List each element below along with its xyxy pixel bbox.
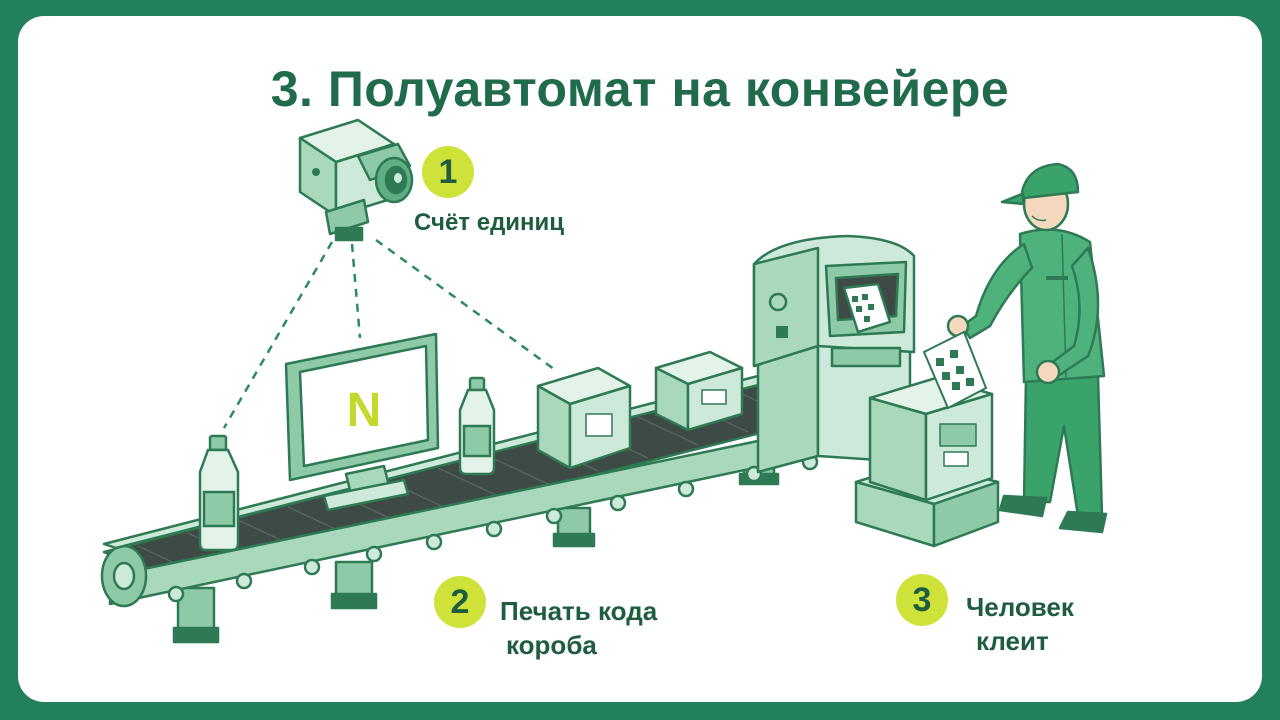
camera-icon	[298, 118, 414, 242]
diagram-card: 3. Полуавтомат на конвейере	[18, 16, 1262, 702]
bottle-icon	[198, 434, 240, 552]
step-label-1: Счёт единиц	[414, 209, 565, 236]
step-label-2: Печать кода короба	[500, 594, 657, 662]
step-label-2-line2: короба	[506, 630, 597, 660]
step-badge-2: 2	[434, 576, 486, 628]
label-printer-icon	[752, 234, 916, 474]
step-label-3-line2: клеит	[976, 626, 1049, 656]
bottle-icon	[458, 376, 496, 476]
camera-view-lines	[222, 238, 559, 429]
worker-icon	[946, 162, 1108, 534]
qr-label-icon	[922, 330, 988, 410]
box-icon	[654, 350, 744, 432]
monitor-letter: N	[347, 384, 382, 437]
page-title: 3. Полуавтомат на конвейере	[270, 61, 1010, 117]
box-icon	[536, 366, 632, 470]
step-badge-1: 1	[422, 146, 474, 198]
step-label-2-line1: Печать кода	[500, 596, 658, 626]
step-label-3-line1: Человек	[966, 592, 1074, 622]
conveyor-scene: N	[100, 118, 1108, 644]
monitor-icon	[284, 332, 440, 512]
step-badge-3: 3	[896, 574, 948, 626]
box-icon	[854, 376, 1000, 548]
step-label-3: Человек клеит	[966, 590, 1074, 658]
